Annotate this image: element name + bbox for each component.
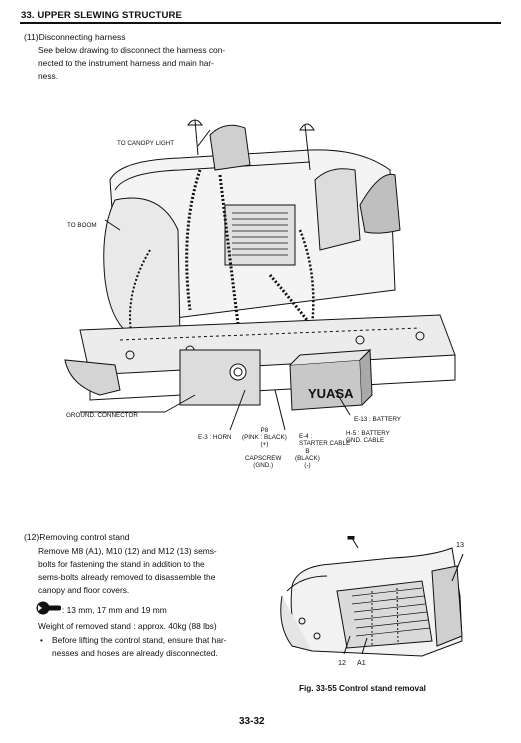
label-line: (GND.) (253, 462, 274, 470)
label-line: CAPSCREW (245, 455, 282, 462)
label-line: (-) (304, 462, 311, 470)
label-line: GND. CABLE (346, 437, 385, 445)
figure-caption: Fig. 33-55 Control stand removal (299, 684, 426, 693)
body-line: ness. (38, 71, 59, 81)
label-battery: E-13 : BATTERY (354, 416, 402, 423)
section-12-title: (12)Removing control stand (24, 532, 130, 542)
label-to-boom: TO BOOM (67, 222, 97, 229)
label-line: B (305, 448, 310, 455)
label-12: 12 (338, 658, 346, 667)
label-line: H-5 : BATTERY (346, 430, 390, 437)
label-13: 13 (456, 540, 464, 549)
label-ground-connector: GROUND. CONNECTOR (66, 412, 138, 419)
section-11-title: (11)Disconnecting harness (24, 32, 126, 42)
label-capscrew: CAPSCREW (GND.) (245, 455, 281, 469)
wrench-icon (36, 601, 61, 615)
body-line: See below drawing to disconnect the harn… (38, 45, 226, 55)
body-line: nected to the instrument harness and mai… (38, 58, 214, 68)
section-header-title: 33. UPPER SLEWING STRUCTURE (21, 10, 183, 21)
harness-drawing: YUASA (64, 119, 456, 430)
label-canopy-light: TO CANOPY LIGHT (117, 140, 175, 147)
label-horn: E-3 : HORN (198, 434, 232, 441)
header-rule (20, 22, 501, 24)
label-b-black: B (BLACK) (-) (295, 448, 320, 470)
body-line: bolts for fastening the stand in additio… (38, 559, 205, 569)
stand-weight: Weight of removed stand : approx. 40kg (… (38, 621, 217, 631)
bullet-note: • Before lifting the control stand, ensu… (38, 634, 227, 660)
label-e4: E-4 : STARTER CABLE (299, 433, 350, 447)
label-p8: P8 (PINK : BLACK) (+) (242, 427, 287, 449)
label-line: P8 (260, 427, 269, 434)
page-number: 33-32 (239, 716, 265, 727)
label-a1: A1 (357, 658, 366, 667)
battery-brand-text: YUASA (308, 386, 354, 401)
body-line: canopy and floor covers. (38, 585, 130, 595)
label-line: (+) (260, 441, 269, 449)
section-12-body: Remove M8 (A1), M10 (12) and M12 (13) se… (38, 545, 217, 597)
bullet-dot: • (40, 635, 43, 645)
label-line: E-4 : (299, 433, 313, 440)
bullet-line: Before lifting the control stand, ensure… (52, 635, 227, 645)
label-h5: H-5 : BATTERY GND. CABLE (346, 430, 390, 444)
label-line: STARTER CABLE (299, 440, 351, 448)
body-line: Remove M8 (A1), M10 (12) and M12 (13) se… (38, 546, 217, 556)
body-line: sems-bolts already removed to disassembl… (38, 572, 216, 582)
wrench-sizes: : 13 mm, 17 mm and 19 mm (62, 605, 167, 615)
label-line: (BLACK) (295, 455, 320, 463)
label-line: (PINK : BLACK) (242, 434, 287, 442)
section-11-body: See below drawing to disconnect the harn… (38, 44, 225, 83)
bullet-line: nesses and hoses are already disconnecte… (52, 648, 218, 658)
control-stand-drawing (280, 536, 464, 657)
